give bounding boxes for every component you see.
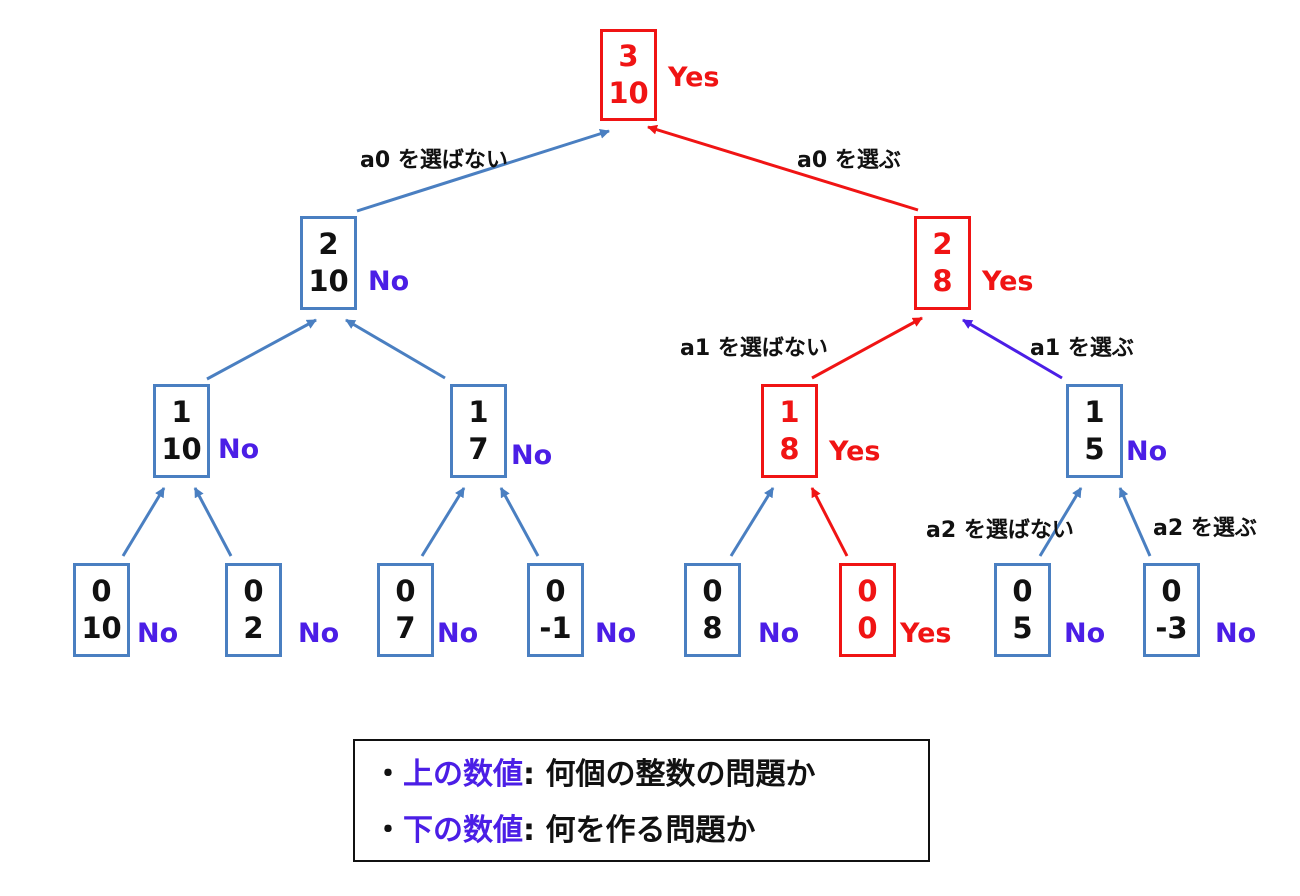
node-answer-leaf-5: No — [758, 618, 800, 649]
legend-key-bottom: 下の数値 — [403, 813, 523, 848]
node-bottom-value: 0 — [857, 611, 878, 645]
edge-label-a0-skip: a0 を選ばない — [360, 148, 508, 173]
node-bottom-value: 10 — [161, 432, 202, 466]
edge-label-a0-take: a0 を選ぶ — [797, 148, 901, 173]
node-bottom-value: 7 — [468, 432, 489, 466]
edge-label-a1-skip: a1 を選ばない — [680, 336, 828, 361]
edge-label-a2-skip: a2 を選ばない — [926, 518, 1074, 543]
node-bottom-value: 10 — [308, 264, 349, 298]
node-bottom-value: -1 — [539, 611, 572, 645]
node-top-value: 0 — [857, 574, 878, 608]
node-bottom-value: 5 — [1012, 611, 1033, 645]
node-bottom-value: -3 — [1155, 611, 1188, 645]
edge-arrow-leaf-4-to-l2-2 — [499, 487, 540, 557]
edge-arrow-leaf-2-to-l2-1 — [193, 487, 233, 557]
edge-label-a2-take: a2 を選ぶ — [1153, 516, 1257, 541]
node-top-value: 1 — [779, 395, 800, 429]
legend-desc-bottom: : 何を作る問題か — [523, 813, 756, 848]
node-bottom-value: 10 — [81, 611, 122, 645]
node-answer-leaf-6: Yes — [900, 618, 952, 649]
tree-node-leaf-8: 0-3 — [1143, 563, 1200, 657]
node-answer-l1-take: Yes — [982, 266, 1034, 297]
node-answer-l2-2: No — [511, 440, 553, 471]
node-top-value: 1 — [1084, 395, 1105, 429]
node-top-value: 0 — [243, 574, 264, 608]
node-answer-leaf-1: No — [137, 618, 179, 649]
node-bottom-value: 8 — [932, 264, 953, 298]
legend-bullet: ・ — [373, 813, 403, 848]
edge-arrow-l2-1-to-l1-skip — [206, 318, 317, 381]
edge-arrow-leaf-1-to-l2-1 — [121, 487, 166, 557]
node-answer-l2-4: No — [1126, 436, 1168, 467]
edge-arrow-l2-3-to-l1-take — [811, 316, 923, 380]
node-top-value: 1 — [171, 395, 192, 429]
edge-arrow-l1-take-to-root — [647, 124, 919, 212]
edge-arrow-leaf-3-to-l2-2 — [420, 487, 466, 557]
edge-arrow-l2-4-to-l1-take — [962, 318, 1063, 380]
edge-arrow-l1-skip-to-root — [356, 128, 610, 213]
node-answer-leaf-3: No — [437, 618, 479, 649]
node-top-value: 0 — [1161, 574, 1182, 608]
node-top-value: 0 — [545, 574, 566, 608]
edge-label-a1-take: a1 を選ぶ — [1030, 336, 1134, 361]
node-bottom-value: 8 — [702, 611, 723, 645]
node-bottom-value: 10 — [608, 76, 649, 110]
legend-box: ・上の数値: 何個の整数の問題か ・下の数値: 何を作る問題か — [353, 739, 930, 862]
legend-row-top: ・上の数値: 何個の整数の問題か — [373, 747, 928, 803]
tree-node-leaf-4: 0-1 — [527, 563, 584, 657]
node-bottom-value: 5 — [1084, 432, 1105, 466]
node-top-value: 0 — [1012, 574, 1033, 608]
edge-arrow-leaf-5-to-l2-3 — [729, 487, 775, 557]
node-top-value: 0 — [91, 574, 112, 608]
node-top-value: 1 — [468, 395, 489, 429]
edge-arrow-l2-2-to-l1-skip — [345, 318, 446, 380]
edge-arrow-leaf-7-to-l2-4 — [1038, 487, 1083, 557]
node-answer-l1-skip: No — [368, 266, 410, 297]
node-answer-leaf-2: No — [298, 618, 340, 649]
node-top-value: 2 — [932, 227, 953, 261]
node-answer-l2-1: No — [218, 434, 260, 465]
node-bottom-value: 2 — [243, 611, 264, 645]
node-top-value: 3 — [618, 39, 639, 73]
node-bottom-value: 8 — [779, 432, 800, 466]
legend-row-bottom: ・下の数値: 何を作る問題か — [373, 803, 928, 859]
node-top-value: 0 — [702, 574, 723, 608]
node-bottom-value: 7 — [395, 611, 416, 645]
node-answer-leaf-7: No — [1064, 618, 1106, 649]
edge-arrow-leaf-8-to-l2-4 — [1118, 487, 1152, 557]
legend-desc-top: : 何個の整数の問題か — [523, 757, 816, 792]
node-answer-leaf-8: No — [1215, 618, 1257, 649]
legend-key-top: 上の数値 — [403, 757, 523, 792]
node-top-value: 2 — [318, 227, 339, 261]
node-answer-l2-3: Yes — [829, 436, 881, 467]
node-answer-root: Yes — [668, 62, 720, 93]
legend-bullet: ・ — [373, 757, 403, 792]
edge-arrow-leaf-6-to-l2-3 — [810, 487, 849, 557]
node-top-value: 0 — [395, 574, 416, 608]
node-answer-leaf-4: No — [595, 618, 637, 649]
